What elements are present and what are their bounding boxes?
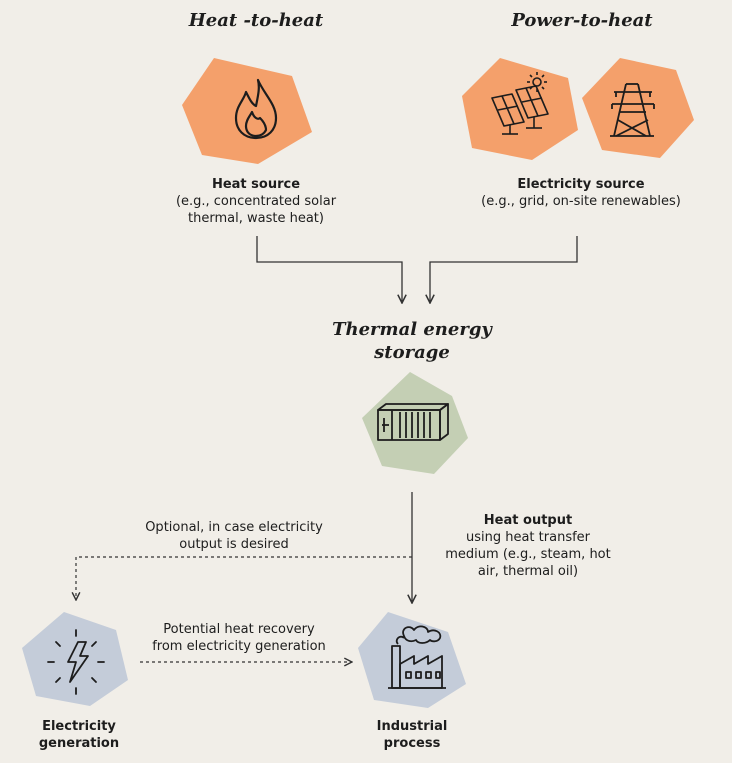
heading-heat-to-heat: Heat -to-heat [188,10,324,31]
flame-icon [234,78,278,140]
solar-hexagon [462,58,578,160]
heading-thermal-energy-storage: Thermal energy storage [300,318,524,364]
optional-line1: Optional, in case electricity [145,520,323,535]
generation-line2: generation [38,736,120,751]
heat-output-line3: air, thermal oil) [477,564,579,579]
heat-output-line2: medium (e.g., steam, hot [445,547,611,562]
industrial-process-hexagon [358,612,466,708]
industrial-line2: process [383,736,441,751]
heading-storage-line1: Thermal energy [332,319,492,340]
heat-output-title: Heat output [483,513,573,528]
heading-power-to-heat: Power-to-heat [511,10,653,31]
lightning-icon [47,629,105,695]
heat-recovery-label: Potential heat recovery from electricity… [132,621,346,655]
industrial-process-label: Industrial process [350,718,474,752]
electricity-source-title: Electricity source [517,177,645,192]
optional-line2: output is desired [179,537,289,552]
storage-container-icon [377,403,449,441]
heat-source-title: Heat source [211,177,301,192]
storage-hexagon [362,372,468,474]
electricity-generation-label: Electricity generation [14,718,144,752]
generation-line1: Electricity [42,719,116,734]
edge-electricity-source-to-storage [430,236,578,303]
recovery-line1: Potential heat recovery [163,622,315,637]
industrial-line1: Industrial [376,719,448,734]
heat-source-line2: thermal, waste heat) [188,211,324,226]
electricity-source-label: Electricity source (e.g., grid, on-site … [452,176,710,210]
heat-source-hexagon [182,58,312,164]
power-tower-icon [610,83,655,137]
electricity-generation-hexagon [22,612,128,706]
power-tower-hexagon [582,58,694,158]
factory-icon [388,625,446,689]
heat-source-label: Heat source (e.g., concentrated solar th… [144,176,368,227]
heat-output-label: Heat output using heat transfer medium (… [418,512,638,580]
heading-storage-line2: storage [374,342,450,363]
edge-heat-source-to-storage [256,236,402,303]
heat-source-line1: (e.g., concentrated solar [175,194,337,209]
heat-output-line1: using heat transfer [465,530,591,545]
recovery-line2: from electricity generation [152,639,326,654]
optional-electricity-label: Optional, in case electricity output is … [118,519,350,553]
electricity-source-line1: (e.g., grid, on-site renewables) [481,194,681,209]
solar-panel-icon [491,72,549,135]
edge-optional-electricity [76,556,412,600]
